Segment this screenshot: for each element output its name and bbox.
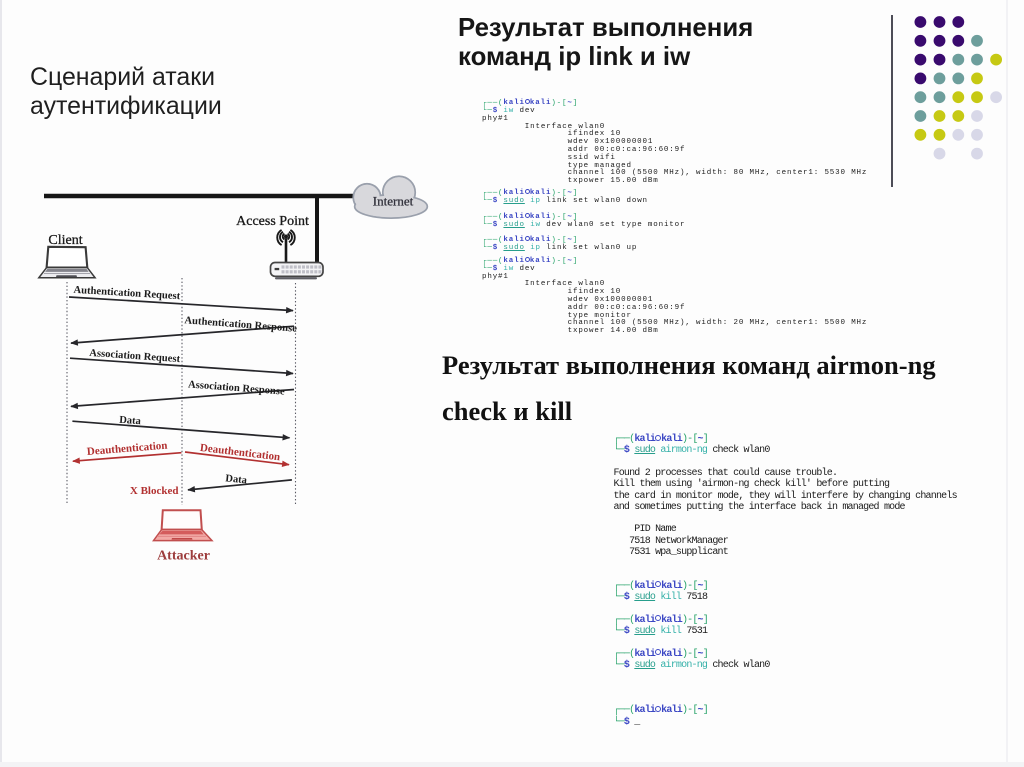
svg-text:Attacker: Attacker xyxy=(157,549,210,564)
svg-text:X Blocked: X Blocked xyxy=(130,485,179,497)
svg-text:Association Response: Association Response xyxy=(188,379,286,397)
svg-text:Data: Data xyxy=(119,415,142,428)
svg-text:Access Point: Access Point xyxy=(236,214,309,229)
svg-text:Client: Client xyxy=(48,233,82,248)
svg-text:Authentication Request: Authentication Request xyxy=(73,285,181,303)
svg-text:Deauthentication: Deauthentication xyxy=(199,442,281,463)
svg-text:Internet: Internet xyxy=(373,193,414,208)
svg-text:Data: Data xyxy=(225,473,248,486)
svg-text:Authentication Response: Authentication Response xyxy=(184,315,298,334)
